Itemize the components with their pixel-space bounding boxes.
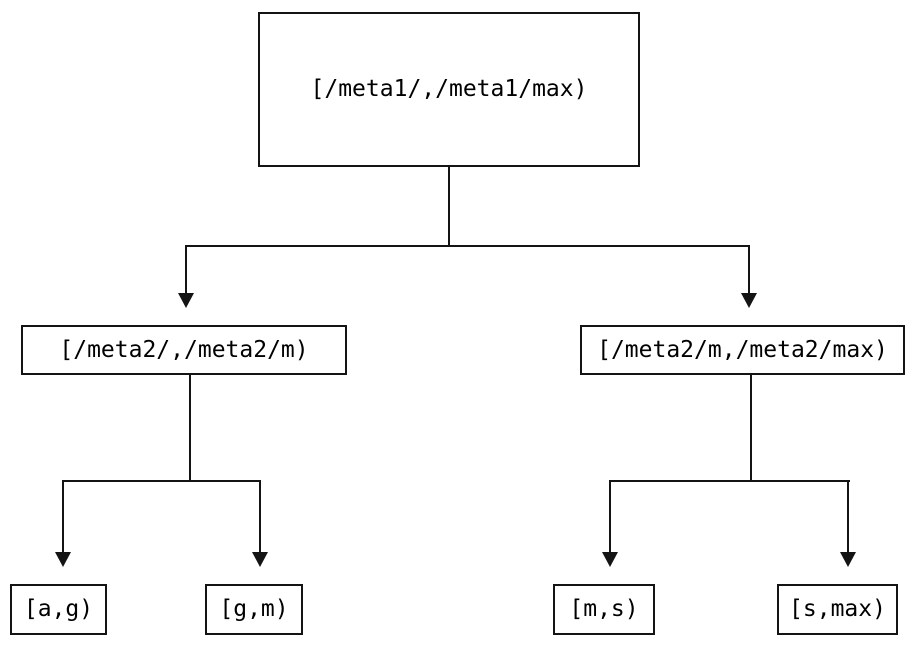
arrow-mid-right-to-leaf-smax-icon: [840, 552, 856, 567]
node-root[interactable]: [/meta1/,/meta1/max): [258, 12, 640, 167]
edge-mid-left-stem: [189, 375, 191, 481]
node-mid-right-label: [/meta2/m,/meta2/max): [597, 336, 888, 363]
arrow-mid-right-to-leaf-ms-icon: [602, 552, 618, 567]
edge-root-to-mid-right-drop: [748, 245, 750, 293]
node-leaf-gm[interactable]: [g,m): [205, 584, 303, 635]
edge-root-to-mid-left-drop: [185, 245, 187, 293]
node-leaf-ag-label: [a,g): [23, 596, 94, 622]
node-leaf-ag[interactable]: [a,g): [10, 584, 107, 635]
edge-mid-right-split-bar-right: [750, 480, 850, 482]
node-leaf-smax-label: [s,max): [789, 596, 886, 622]
edge-root-stem: [448, 167, 450, 247]
edge-mid-left-split-bar-left: [63, 480, 191, 482]
edge-mid-right-split-bar-left: [610, 480, 752, 482]
arrow-root-to-mid-right-icon: [741, 293, 757, 308]
edge-mid-right-to-leaf-smax-drop: [847, 480, 849, 552]
arrow-mid-left-to-leaf-gm-icon: [252, 552, 268, 567]
edge-mid-left-split-bar-right: [189, 480, 261, 482]
arrow-mid-left-to-leaf-ag-icon: [55, 552, 71, 567]
node-mid-left[interactable]: [/meta2/,/meta2/m): [21, 325, 347, 375]
edge-mid-right-to-leaf-ms-drop: [609, 480, 611, 552]
edge-mid-right-stem: [750, 375, 752, 481]
edge-mid-left-to-leaf-gm-drop: [259, 480, 261, 552]
node-mid-left-label: [/meta2/,/meta2/m): [59, 336, 309, 363]
edge-root-split-bar: [185, 245, 750, 247]
node-mid-right[interactable]: [/meta2/m,/meta2/max): [580, 325, 905, 375]
node-leaf-ms[interactable]: [m,s): [553, 584, 655, 635]
node-root-label: [/meta1/,/meta1/max): [310, 76, 588, 102]
edge-mid-left-to-leaf-ag-drop: [62, 480, 64, 552]
node-leaf-smax[interactable]: [s,max): [777, 584, 898, 635]
node-leaf-gm-label: [g,m): [219, 596, 289, 622]
arrow-root-to-mid-left-icon: [178, 293, 194, 308]
node-leaf-ms-label: [m,s): [569, 596, 639, 622]
